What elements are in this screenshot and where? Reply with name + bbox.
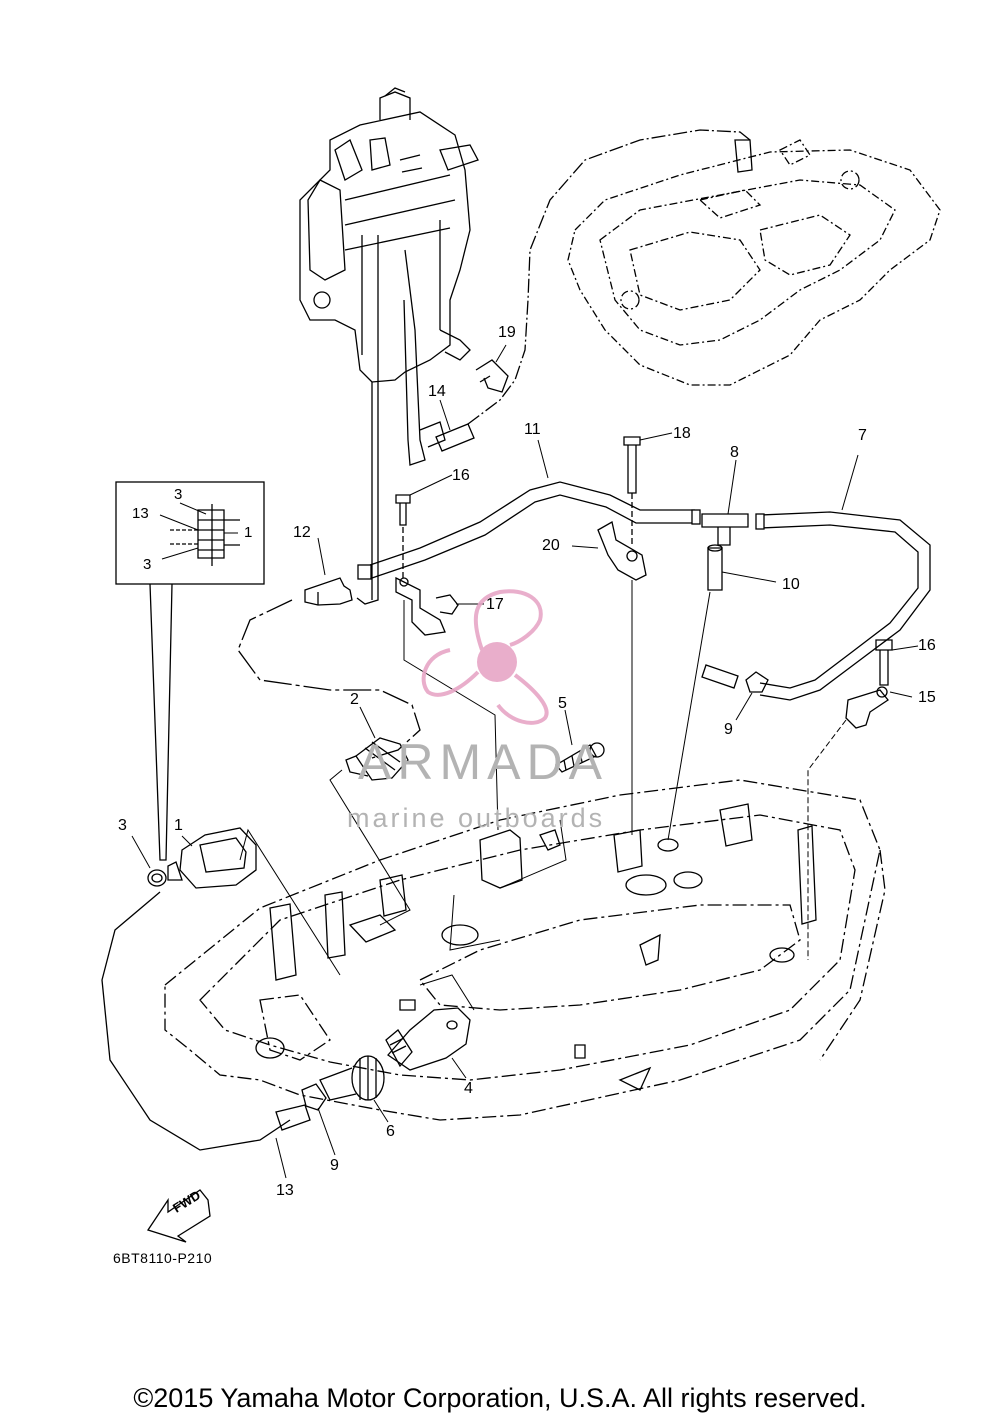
- joint-12: [304, 577, 353, 606]
- inset-label-3-bottom: 3: [143, 556, 152, 573]
- callout-14: 14: [428, 383, 446, 400]
- clip-9-bottom: [301, 1083, 327, 1111]
- callout-7: 7: [858, 427, 867, 444]
- callout-16-right: 16: [918, 637, 936, 654]
- callout-1: 1: [174, 817, 183, 834]
- vapor-separator-assembly: [299, 87, 479, 605]
- callout-10: 10: [782, 576, 800, 593]
- callout-2: 2: [350, 691, 359, 708]
- grommet-2: [345, 737, 409, 781]
- callout-17: 17: [486, 596, 504, 613]
- callout-8: 8: [730, 444, 739, 461]
- hose-13-long: [101, 599, 421, 1151]
- bracket-15: [845, 686, 889, 729]
- clamp-3: [147, 869, 167, 887]
- bracket-17: [395, 576, 459, 636]
- callout-5: 5: [558, 695, 567, 712]
- inset-label-13: 13: [132, 505, 149, 522]
- clip-19: [475, 359, 509, 393]
- callout-9-right: 9: [724, 721, 733, 738]
- callout-19: 19: [498, 324, 516, 341]
- grommet-1: [167, 827, 257, 889]
- hose-7: [755, 511, 931, 701]
- tee-joint-8: [701, 513, 749, 546]
- bolt-18: [623, 436, 641, 545]
- screw-5: [555, 742, 605, 773]
- armada-propeller-logo: [421, 589, 549, 725]
- diagram-code: 6BT8110-P210: [113, 1250, 213, 1266]
- clip-9-right: [701, 664, 769, 693]
- hose-14: [435, 129, 753, 452]
- callout-16-left: 16: [452, 467, 470, 484]
- callout-3: 3: [118, 817, 127, 834]
- inset-label-3-top: 3: [174, 486, 183, 503]
- fwd-arrow-icon: [146, 1189, 211, 1243]
- watermark-tagline: marine outboards: [347, 803, 606, 833]
- callout-15: 15: [918, 689, 936, 706]
- callout-18: 18: [673, 425, 691, 442]
- callout-13: 13: [276, 1182, 294, 1199]
- callout-9-bottom: 9: [330, 1157, 339, 1174]
- cowling-details: [255, 803, 817, 1091]
- bracket-20: [597, 520, 647, 581]
- callout-4: 4: [464, 1080, 473, 1097]
- watermark-brand: ARMADA: [358, 734, 608, 790]
- hose-10: [707, 544, 723, 591]
- hose-11: [357, 481, 701, 580]
- inset-label-1: 1: [244, 524, 253, 541]
- callout-12: 12: [293, 524, 311, 541]
- grommet-4: [385, 1007, 471, 1071]
- callout-6: 6: [386, 1123, 395, 1140]
- callout-leaders: [131, 344, 919, 1179]
- leader-lines: [239, 580, 847, 1011]
- callout-20: 20: [542, 537, 560, 554]
- copyright-footer: ©2015 Yamaha Motor Corporation, U.S.A. A…: [133, 1383, 867, 1413]
- bottom-cowling-outline: [164, 779, 886, 1121]
- fitting-6: [319, 1055, 385, 1101]
- inset-detail-box: [115, 481, 265, 861]
- engine-base-outline: [567, 139, 941, 386]
- bolt-16-left: [395, 494, 411, 580]
- callout-11: 11: [524, 421, 541, 438]
